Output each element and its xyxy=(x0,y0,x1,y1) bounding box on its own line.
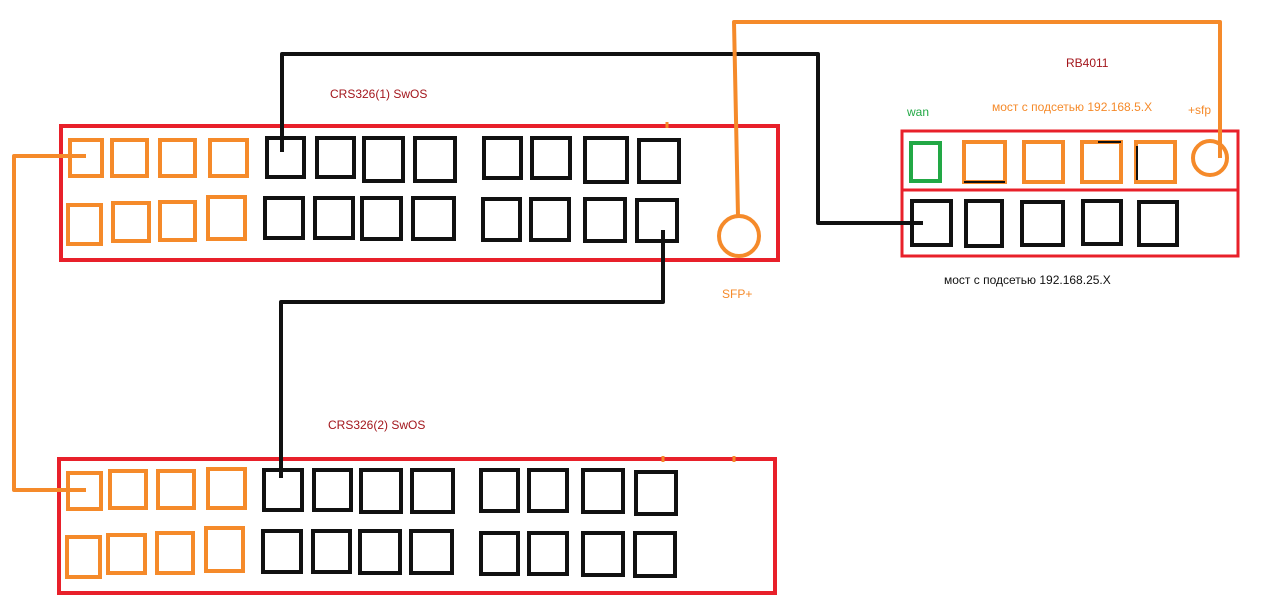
port-black xyxy=(583,136,629,184)
port-orange xyxy=(1022,140,1065,184)
bridge-25-label: мост с подсетью 192.168.25.X xyxy=(944,273,1111,287)
sfp-port xyxy=(717,214,761,258)
port-black xyxy=(482,136,523,180)
port-black xyxy=(313,196,355,240)
port-orange xyxy=(108,469,148,510)
port-black xyxy=(411,196,456,241)
switch2-ports xyxy=(65,467,678,579)
port-orange xyxy=(1080,140,1123,184)
port-black xyxy=(358,529,402,575)
port-black xyxy=(315,136,356,179)
port-black xyxy=(529,197,571,242)
port-black xyxy=(479,468,520,513)
port-orange xyxy=(155,531,195,575)
port-black xyxy=(635,198,679,243)
switch2-frame xyxy=(57,457,777,595)
cable-black-switch1-switch2 xyxy=(279,230,665,478)
port-black xyxy=(1137,200,1179,247)
router-frame xyxy=(900,129,1240,258)
switch1-frame xyxy=(59,124,780,262)
port-black xyxy=(410,468,455,514)
port-black xyxy=(261,529,303,574)
port-black xyxy=(311,529,352,574)
port-orange xyxy=(66,203,103,246)
switch2-title: CRS326(2) SwOS xyxy=(328,418,425,432)
port-orange xyxy=(206,195,247,241)
port-orange xyxy=(204,526,245,573)
port-black xyxy=(527,531,569,576)
port-orange xyxy=(962,140,1007,184)
router-sfp-label: +sfp xyxy=(1188,103,1211,117)
port-orange xyxy=(206,467,247,510)
port-black xyxy=(360,196,403,241)
port-orange xyxy=(158,138,197,178)
port-black xyxy=(581,531,625,577)
port-orange xyxy=(156,469,196,510)
port-black xyxy=(479,531,520,576)
port-black xyxy=(583,197,627,243)
port-black xyxy=(634,470,678,516)
wan-port xyxy=(909,141,942,183)
switch-sfp-label: SFP+ xyxy=(722,287,752,301)
wan-label: wan xyxy=(906,105,929,119)
port-orange xyxy=(65,535,102,579)
port-orange xyxy=(208,138,249,178)
port-black xyxy=(530,136,572,180)
port-black xyxy=(481,197,522,242)
port-black xyxy=(312,468,353,512)
port-black xyxy=(581,468,625,514)
port-black xyxy=(362,136,405,183)
port-orange xyxy=(1134,140,1177,184)
switch1-ports xyxy=(66,136,761,258)
port-black xyxy=(637,138,681,184)
port-black xyxy=(527,468,569,513)
cable-black-switch1-router xyxy=(280,52,923,225)
port-orange xyxy=(111,201,151,243)
port-black xyxy=(1020,200,1065,247)
port-black xyxy=(359,468,403,514)
port-orange xyxy=(106,533,147,575)
cable-orange-switches xyxy=(12,154,86,492)
port-orange xyxy=(158,200,197,242)
port-black xyxy=(413,136,457,183)
router-sfp-port xyxy=(1191,139,1229,177)
switch1-title: CRS326(1) SwOS xyxy=(330,87,427,101)
cable-orange-sfp xyxy=(732,20,1222,217)
port-black xyxy=(1081,199,1123,246)
port-black xyxy=(633,531,677,578)
router-title: RB4011 xyxy=(1066,56,1109,70)
router-ports xyxy=(909,139,1229,248)
port-black xyxy=(409,529,454,575)
port-orange xyxy=(110,138,149,178)
port-black xyxy=(263,196,305,240)
port-black xyxy=(964,199,1004,248)
port-black xyxy=(265,136,306,179)
bridge-5-label: мост с подсетью 192.168.5.X xyxy=(992,100,1152,114)
